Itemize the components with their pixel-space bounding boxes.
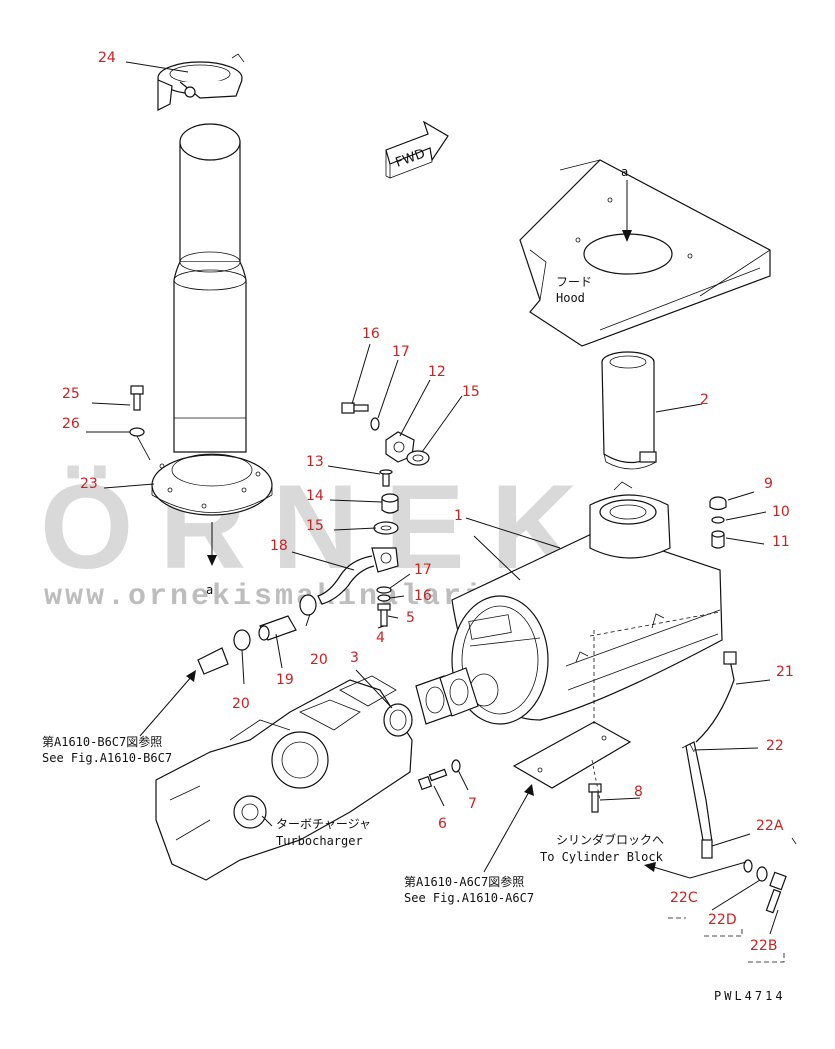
part-number-16-top: 16 (362, 326, 380, 342)
washer-part-26 (129, 427, 151, 461)
washer-part-10 (711, 516, 725, 524)
part-number-20-right: 20 (310, 652, 328, 668)
turbocharger-label-en: Turbocharger (276, 834, 363, 848)
part-number-12: 12 (428, 364, 446, 380)
muffler-part-1 (451, 481, 723, 725)
stay-part-22 (681, 741, 713, 859)
spacer-part-11 (711, 530, 725, 549)
fwd-arrow: FWD (385, 120, 449, 179)
part-number-15-mid: 15 (306, 518, 324, 534)
part-number-18: 18 (270, 538, 288, 554)
part-number-22a: 22A (756, 818, 784, 834)
part-number-22d: 22D (708, 912, 737, 928)
part-number-3: 3 (350, 650, 359, 666)
washer-part-22c (743, 859, 753, 873)
part-number-17-top: 17 (392, 344, 410, 360)
cylinder-block-label-en: To Cylinder Block (540, 850, 664, 864)
washer-part-17-bottom (376, 586, 392, 594)
ref-a-top: a (621, 165, 628, 179)
part-number-22: 22 (766, 738, 784, 754)
part-number-6: 6 (438, 816, 447, 832)
elbow-part-18 (317, 547, 399, 605)
hood-label-jp: フード (556, 275, 592, 289)
fig-b6c7-note-en: See Fig.A1610-B6C7 (42, 751, 172, 765)
part-number-7: 7 (468, 796, 477, 812)
washer-part-22d (756, 866, 768, 882)
washer-part-17-top (370, 417, 380, 431)
gasket-flange-right (439, 667, 479, 717)
hose-part-19 (258, 615, 297, 641)
part-number-17-bottom: 17 (414, 562, 432, 578)
bolt-part-16-top (341, 402, 369, 414)
annotations: 第A1610-B6C7図参照 See Fig.A1610-B6C7 ターボチャー… (42, 734, 786, 1003)
washer-part-7 (451, 759, 461, 773)
nut-part-9 (709, 496, 727, 511)
exhaust-stack-part-23: a (151, 123, 273, 597)
part-number-26: 26 (62, 416, 80, 432)
bolt-part-13 (379, 469, 393, 487)
bolt-part-4 (377, 603, 391, 627)
bolt-part-6 (417, 768, 448, 791)
part-number-14: 14 (306, 488, 324, 504)
pipe-stub (197, 647, 229, 675)
bushing-part-14 (381, 493, 399, 514)
pipe-part-2 (601, 351, 657, 470)
connector-part-3 (383, 703, 413, 737)
part-number-22c: 22C (670, 890, 698, 906)
fig-a6c7-note-en: See Fig.A1610-A6C7 (404, 891, 534, 905)
fig-b6c7-note-jp: 第A1610-B6C7図参照 (42, 734, 162, 749)
part-number-22b: 22B (750, 938, 777, 954)
bolt-part-8 (588, 783, 602, 813)
part-number-24: 24 (98, 50, 116, 66)
cylinder-block-label-jp: シリンダブロックへ (556, 832, 664, 847)
gasket-part-15-top (406, 450, 430, 466)
hood-label-en: Hood (556, 291, 585, 305)
part-number-21: 21 (776, 664, 794, 680)
part-number-15-top: 15 (462, 384, 480, 400)
washer-part-16-bottom (377, 594, 391, 602)
bolt-part-22b (765, 871, 787, 914)
part-number-20-left: 20 (232, 696, 250, 712)
part-number-11: 11 (772, 534, 790, 550)
hood-panel: a フード Hood (519, 159, 771, 347)
clamp-part-20-left (233, 629, 251, 651)
leader-lines (86, 61, 797, 963)
turbocharger-label-jp: ターボチャージャ (276, 817, 371, 831)
ref-a-bottom: a (206, 583, 213, 597)
part-number-4: 4 (376, 630, 385, 646)
part-number-1: 1 (454, 508, 463, 524)
rod-part-21 (695, 651, 737, 743)
bolt-part-25 (130, 385, 144, 411)
bracket-plate (512, 630, 632, 789)
clamp-part-20-right (299, 594, 317, 616)
part-numbers: 24 25 26 23 16 17 12 15 13 14 15 18 17 1… (62, 50, 794, 954)
part-number-9: 9 (764, 476, 773, 492)
part-number-2: 2 (700, 392, 709, 408)
watermark-brand: ÖRNEK (40, 460, 603, 594)
part-number-16-bottom: 16 (414, 588, 432, 604)
fig-a6c7-note-jp: 第A1610-A6C7図参照 (404, 874, 524, 889)
clamp-part-24 (157, 53, 245, 111)
part-number-19: 19 (276, 672, 294, 688)
drawing-code: PWL4714 (714, 989, 786, 1003)
engine-block (155, 675, 413, 881)
part-number-10: 10 (772, 504, 790, 520)
part-number-5: 5 (406, 610, 415, 626)
gasket-part-15-mid (373, 521, 399, 535)
part-number-25: 25 (62, 386, 80, 402)
part-number-23: 23 (80, 476, 98, 492)
part-number-13: 13 (306, 454, 324, 470)
part-number-8: 8 (634, 784, 643, 800)
